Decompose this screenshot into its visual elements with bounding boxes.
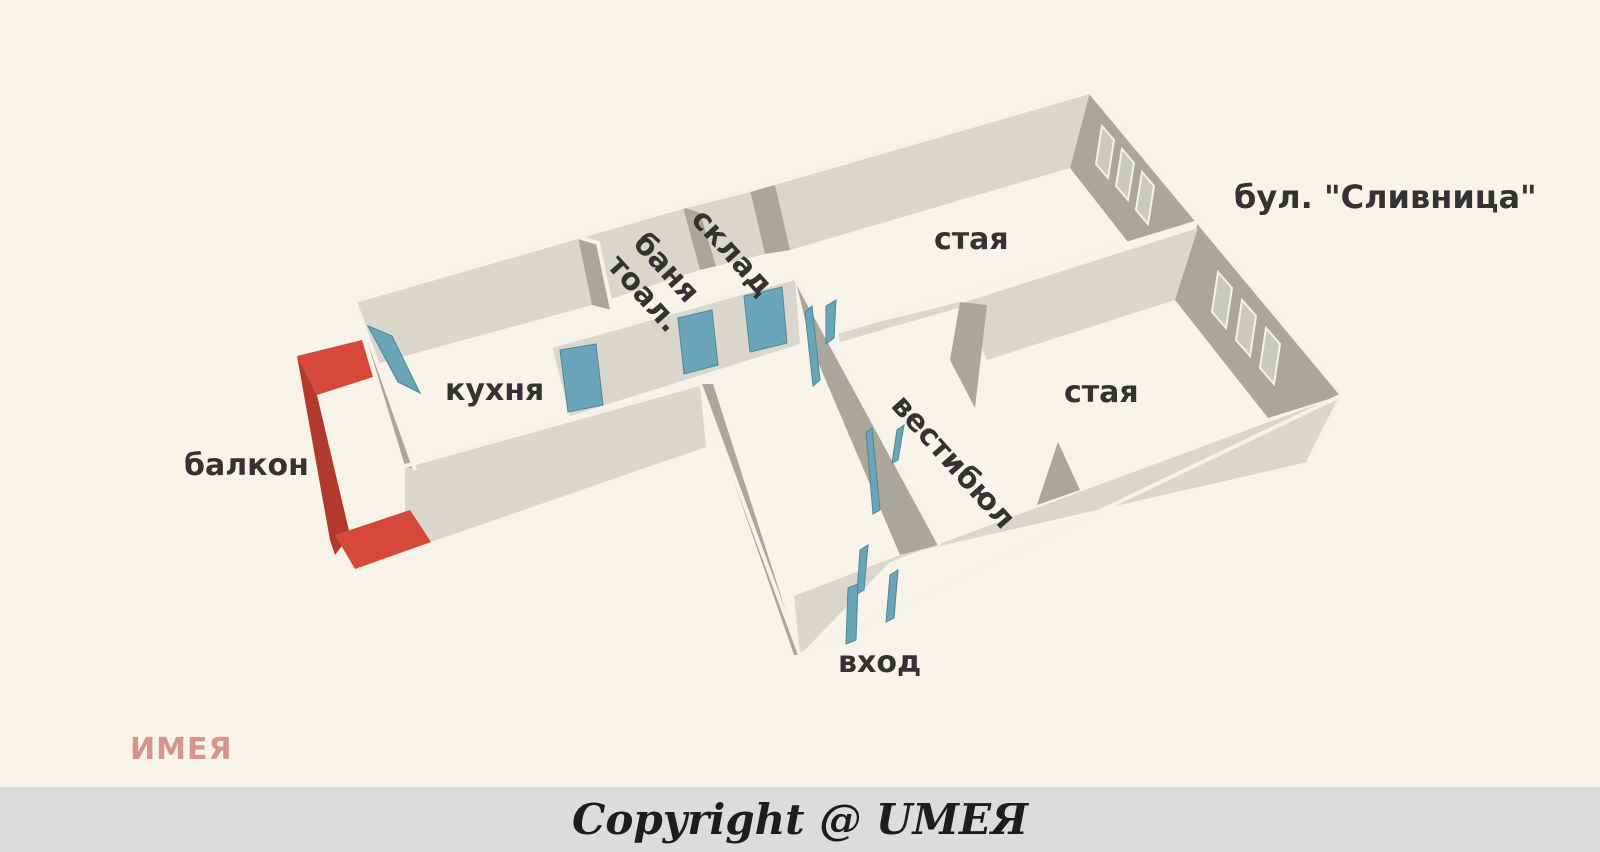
balcony-left bbox=[297, 356, 350, 555]
balcony-label: балкон bbox=[184, 448, 309, 483]
entrance-label: вход bbox=[838, 645, 922, 680]
balcony-top bbox=[297, 340, 373, 395]
store-divider bbox=[750, 185, 790, 254]
doors bbox=[366, 286, 905, 645]
back-wall-left bbox=[355, 237, 592, 364]
door-icon bbox=[559, 343, 604, 413]
kitchen-side-wall bbox=[578, 237, 612, 310]
door-icon bbox=[825, 299, 837, 345]
window-icon bbox=[1114, 146, 1136, 203]
door-icon bbox=[865, 427, 881, 515]
door-icon bbox=[885, 569, 899, 623]
divider-slab bbox=[950, 302, 987, 408]
brand-logo-text: ИМЕЯ bbox=[130, 732, 233, 767]
back-wall-room bbox=[750, 92, 1090, 250]
rim-front bbox=[404, 382, 1343, 657]
kitchen-label: кухня bbox=[445, 373, 545, 408]
window-icon bbox=[1134, 169, 1156, 227]
rim-divider bbox=[837, 220, 1199, 334]
balcony-bottom bbox=[335, 510, 431, 569]
vestibule-wedge bbox=[1037, 442, 1080, 505]
bath-divider bbox=[683, 207, 716, 270]
window-icon bbox=[1234, 297, 1258, 359]
room-label-right: стая bbox=[1064, 375, 1139, 410]
rim-west bbox=[353, 300, 417, 471]
door-icon bbox=[366, 324, 422, 395]
room-divider-wall-2 bbox=[965, 228, 1198, 360]
door-icon bbox=[677, 309, 719, 375]
windows bbox=[1094, 123, 1282, 387]
bath-inner-wall bbox=[552, 278, 800, 416]
door-icon bbox=[856, 544, 869, 595]
door-icon bbox=[804, 305, 821, 387]
balcony-frame bbox=[297, 340, 431, 569]
east-wall-bottom bbox=[1175, 222, 1342, 418]
footer-bar: Copyright @ UMEЯ bbox=[0, 787, 1600, 852]
back-wall-bath bbox=[578, 207, 700, 305]
window-icon bbox=[1210, 269, 1234, 331]
window-icon bbox=[1258, 325, 1282, 387]
kitchen-front-wall bbox=[405, 384, 706, 542]
copyright-text: Copyright @ UMEЯ bbox=[571, 795, 1028, 844]
door-icon bbox=[891, 423, 905, 464]
rim-kitchen-side bbox=[577, 235, 614, 311]
room-label-top: стая bbox=[934, 222, 1009, 257]
rim-inner bbox=[551, 276, 942, 546]
room-divider-wall bbox=[838, 302, 987, 360]
window-icon bbox=[1094, 123, 1116, 181]
door-icon bbox=[743, 286, 788, 353]
street-label: бул. "Сливница" bbox=[1234, 178, 1537, 216]
door-icon bbox=[845, 583, 859, 645]
wall-rims bbox=[353, 90, 1344, 657]
